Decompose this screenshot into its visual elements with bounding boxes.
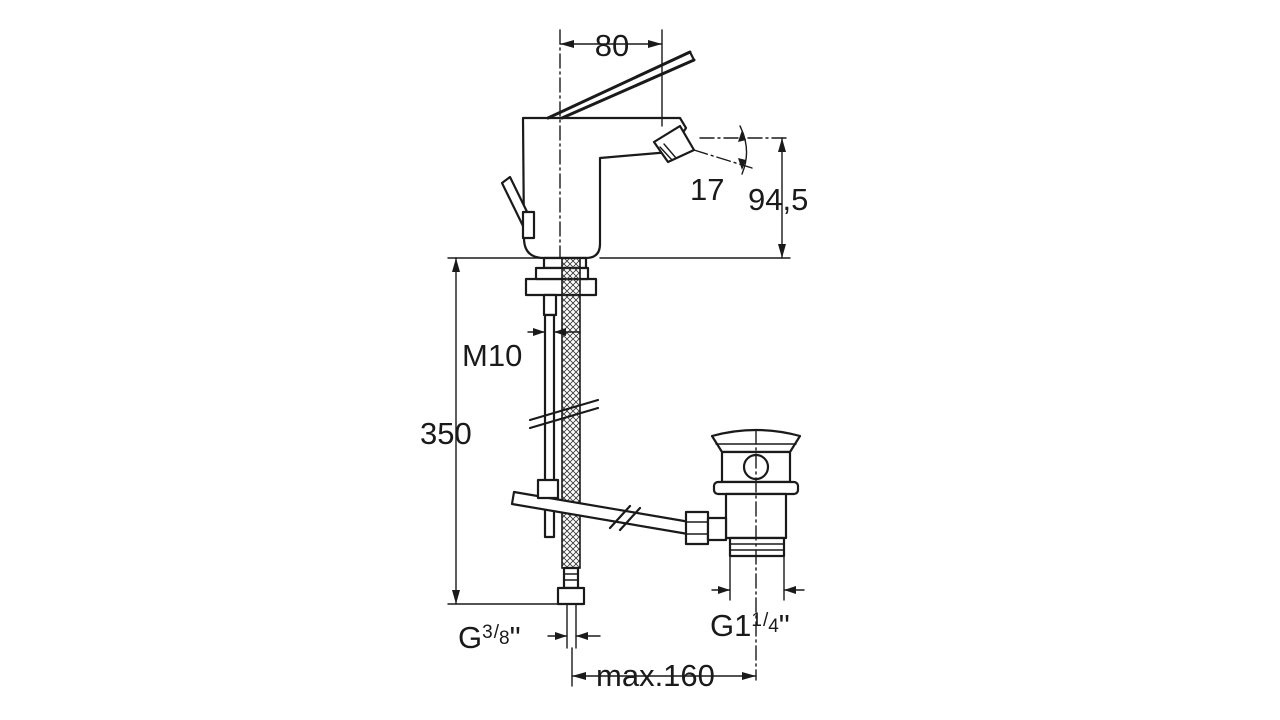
svg-text:G3/8": G3/8": [458, 620, 521, 655]
svg-text:G11/4": G11/4": [710, 608, 790, 643]
label-g1-1-4: G11/4": [710, 608, 790, 643]
dim-m10: [527, 317, 581, 345]
dim-94-5: [599, 137, 791, 259]
threaded-rod: [528, 293, 600, 539]
flex-hose: [556, 257, 586, 606]
label-350: 350: [420, 416, 472, 451]
label-80: 80: [595, 28, 629, 63]
dim-80: [559, 40, 663, 48]
label-17: 17: [690, 172, 724, 207]
popup-rod: [500, 175, 536, 240]
label-g-3-8: G3/8": [458, 620, 521, 655]
label-m10: M10: [462, 338, 522, 373]
dim-max160: [571, 647, 757, 687]
dim-angle-17: [693, 125, 753, 175]
dim-g38: [547, 603, 601, 649]
dim-350: [447, 257, 561, 605]
popup-link: [510, 478, 692, 536]
label-max-160: max.160: [596, 658, 715, 693]
lever-handle: [546, 50, 696, 120]
dim-g114: [711, 429, 805, 681]
label-94-5: 94,5: [748, 182, 808, 217]
waste-valve: [684, 428, 802, 558]
